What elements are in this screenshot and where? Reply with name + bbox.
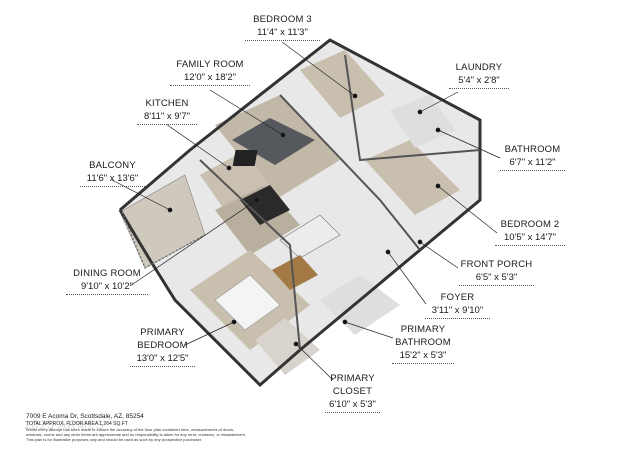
room-dims: 10'5" x 14'7": [495, 231, 565, 246]
disclaimer-line: This plan is for illustrative purposes o…: [26, 437, 203, 442]
label-family-room: FAMILY ROOM 12'0" x 18'2": [170, 58, 250, 86]
label-bathroom: BATHROOM 6'7" x 11'2": [500, 143, 565, 171]
disclaimer-line: Whilst every attempt has been made to en…: [26, 427, 235, 432]
room-dims: 15'2" x 5'3": [392, 349, 454, 364]
floor-area: TOTAL APPROX. FLOOR AREA 1,264 SQ.FT: [26, 421, 128, 427]
sofa: [232, 118, 315, 165]
bathroom-floor: [390, 95, 455, 148]
closet-floor: [255, 318, 320, 375]
label-bedroom2: BEDROOM 2 10'5" x 14'7": [495, 218, 565, 246]
room-name: PRIMARY BATHROOM: [395, 324, 451, 348]
address: 7009 E Acoma Dr, Scottsdale, AZ, 85254: [26, 413, 144, 420]
room-dims: 8'11" x 9'7": [137, 110, 197, 125]
tv-console: [272, 255, 318, 290]
room-dims: 6'10" x 5'3": [325, 398, 380, 413]
bedroom3-floor: [300, 50, 385, 118]
interior-wall-a: [199, 159, 301, 351]
room-dims: 11'4" x 11'3": [245, 26, 320, 41]
label-dining-room: DINING ROOM 9'10" x 10'2": [66, 267, 148, 295]
leader-lines: [111, 41, 501, 381]
room-name: FRONT PORCH: [460, 259, 533, 270]
label-bedroom3: BEDROOM 3 11'4" x 11'3": [245, 13, 320, 41]
room-dims: 11'6" x 13'6": [80, 172, 145, 187]
interior-wall-b: [279, 94, 421, 251]
disclaimer-line: windows, rooms and any other items are a…: [26, 432, 246, 437]
footer: 7009 E Acoma Dr, Scottsdale, AZ, 85254 T…: [26, 413, 326, 442]
interior-wall-c: [344, 54, 481, 162]
label-balcony: BALCONY 11'6" x 13'6": [80, 159, 145, 187]
room-name: BATHROOM: [504, 144, 561, 155]
room-dims: 6'7" x 11'2": [500, 156, 565, 171]
room-dims: 6'5" x 5'3": [459, 271, 534, 286]
room-name: FOYER: [440, 292, 475, 303]
label-foyer: FOYER 3'11" x 9'10": [425, 291, 490, 319]
room-name: BALCONY: [89, 160, 136, 171]
room-dims: 9'10" x 10'2": [66, 280, 148, 295]
room-name: LAUNDRY: [455, 62, 503, 73]
room-name: DINING ROOM: [73, 268, 141, 279]
balcony-railing: [121, 211, 206, 269]
room-name: BEDROOM 2: [500, 219, 560, 230]
label-primary-bathroom: PRIMARY BATHROOM 15'2" x 5'3": [392, 323, 454, 364]
coffee-table: [232, 150, 258, 166]
room-dims: 5'4" x 2'8": [449, 74, 509, 89]
room-name: FAMILY ROOM: [176, 59, 244, 70]
room-name: PRIMARY BEDROOM: [137, 327, 188, 351]
room-dims: 12'0" x 18'2": [170, 71, 250, 86]
bedroom2-floor: [365, 140, 460, 215]
room-name: PRIMARY CLOSET: [330, 373, 375, 397]
label-primary-bedroom: PRIMARY BEDROOM 13'0" x 12'5": [130, 326, 195, 367]
primary-bath-floor: [320, 275, 400, 335]
label-primary-closet: PRIMARY CLOSET 6'10" x 5'3": [325, 372, 380, 413]
dining-table: [240, 185, 290, 225]
room-name: KITCHEN: [145, 98, 189, 109]
room-name: BEDROOM 3: [253, 14, 312, 25]
room-dims: 3'11" x 9'10": [425, 304, 490, 319]
label-front-porch: FRONT PORCH 6'5" x 5'3": [459, 258, 534, 286]
kitchen-island: [279, 214, 341, 259]
watermark: 2025 ARMLS: [24, 418, 105, 432]
room-dims: 13'0" x 12'5": [130, 352, 195, 367]
label-laundry: LAUNDRY 5'4" x 2'8": [449, 61, 509, 89]
label-kitchen: KITCHEN 8'11" x 9'7": [137, 97, 197, 125]
